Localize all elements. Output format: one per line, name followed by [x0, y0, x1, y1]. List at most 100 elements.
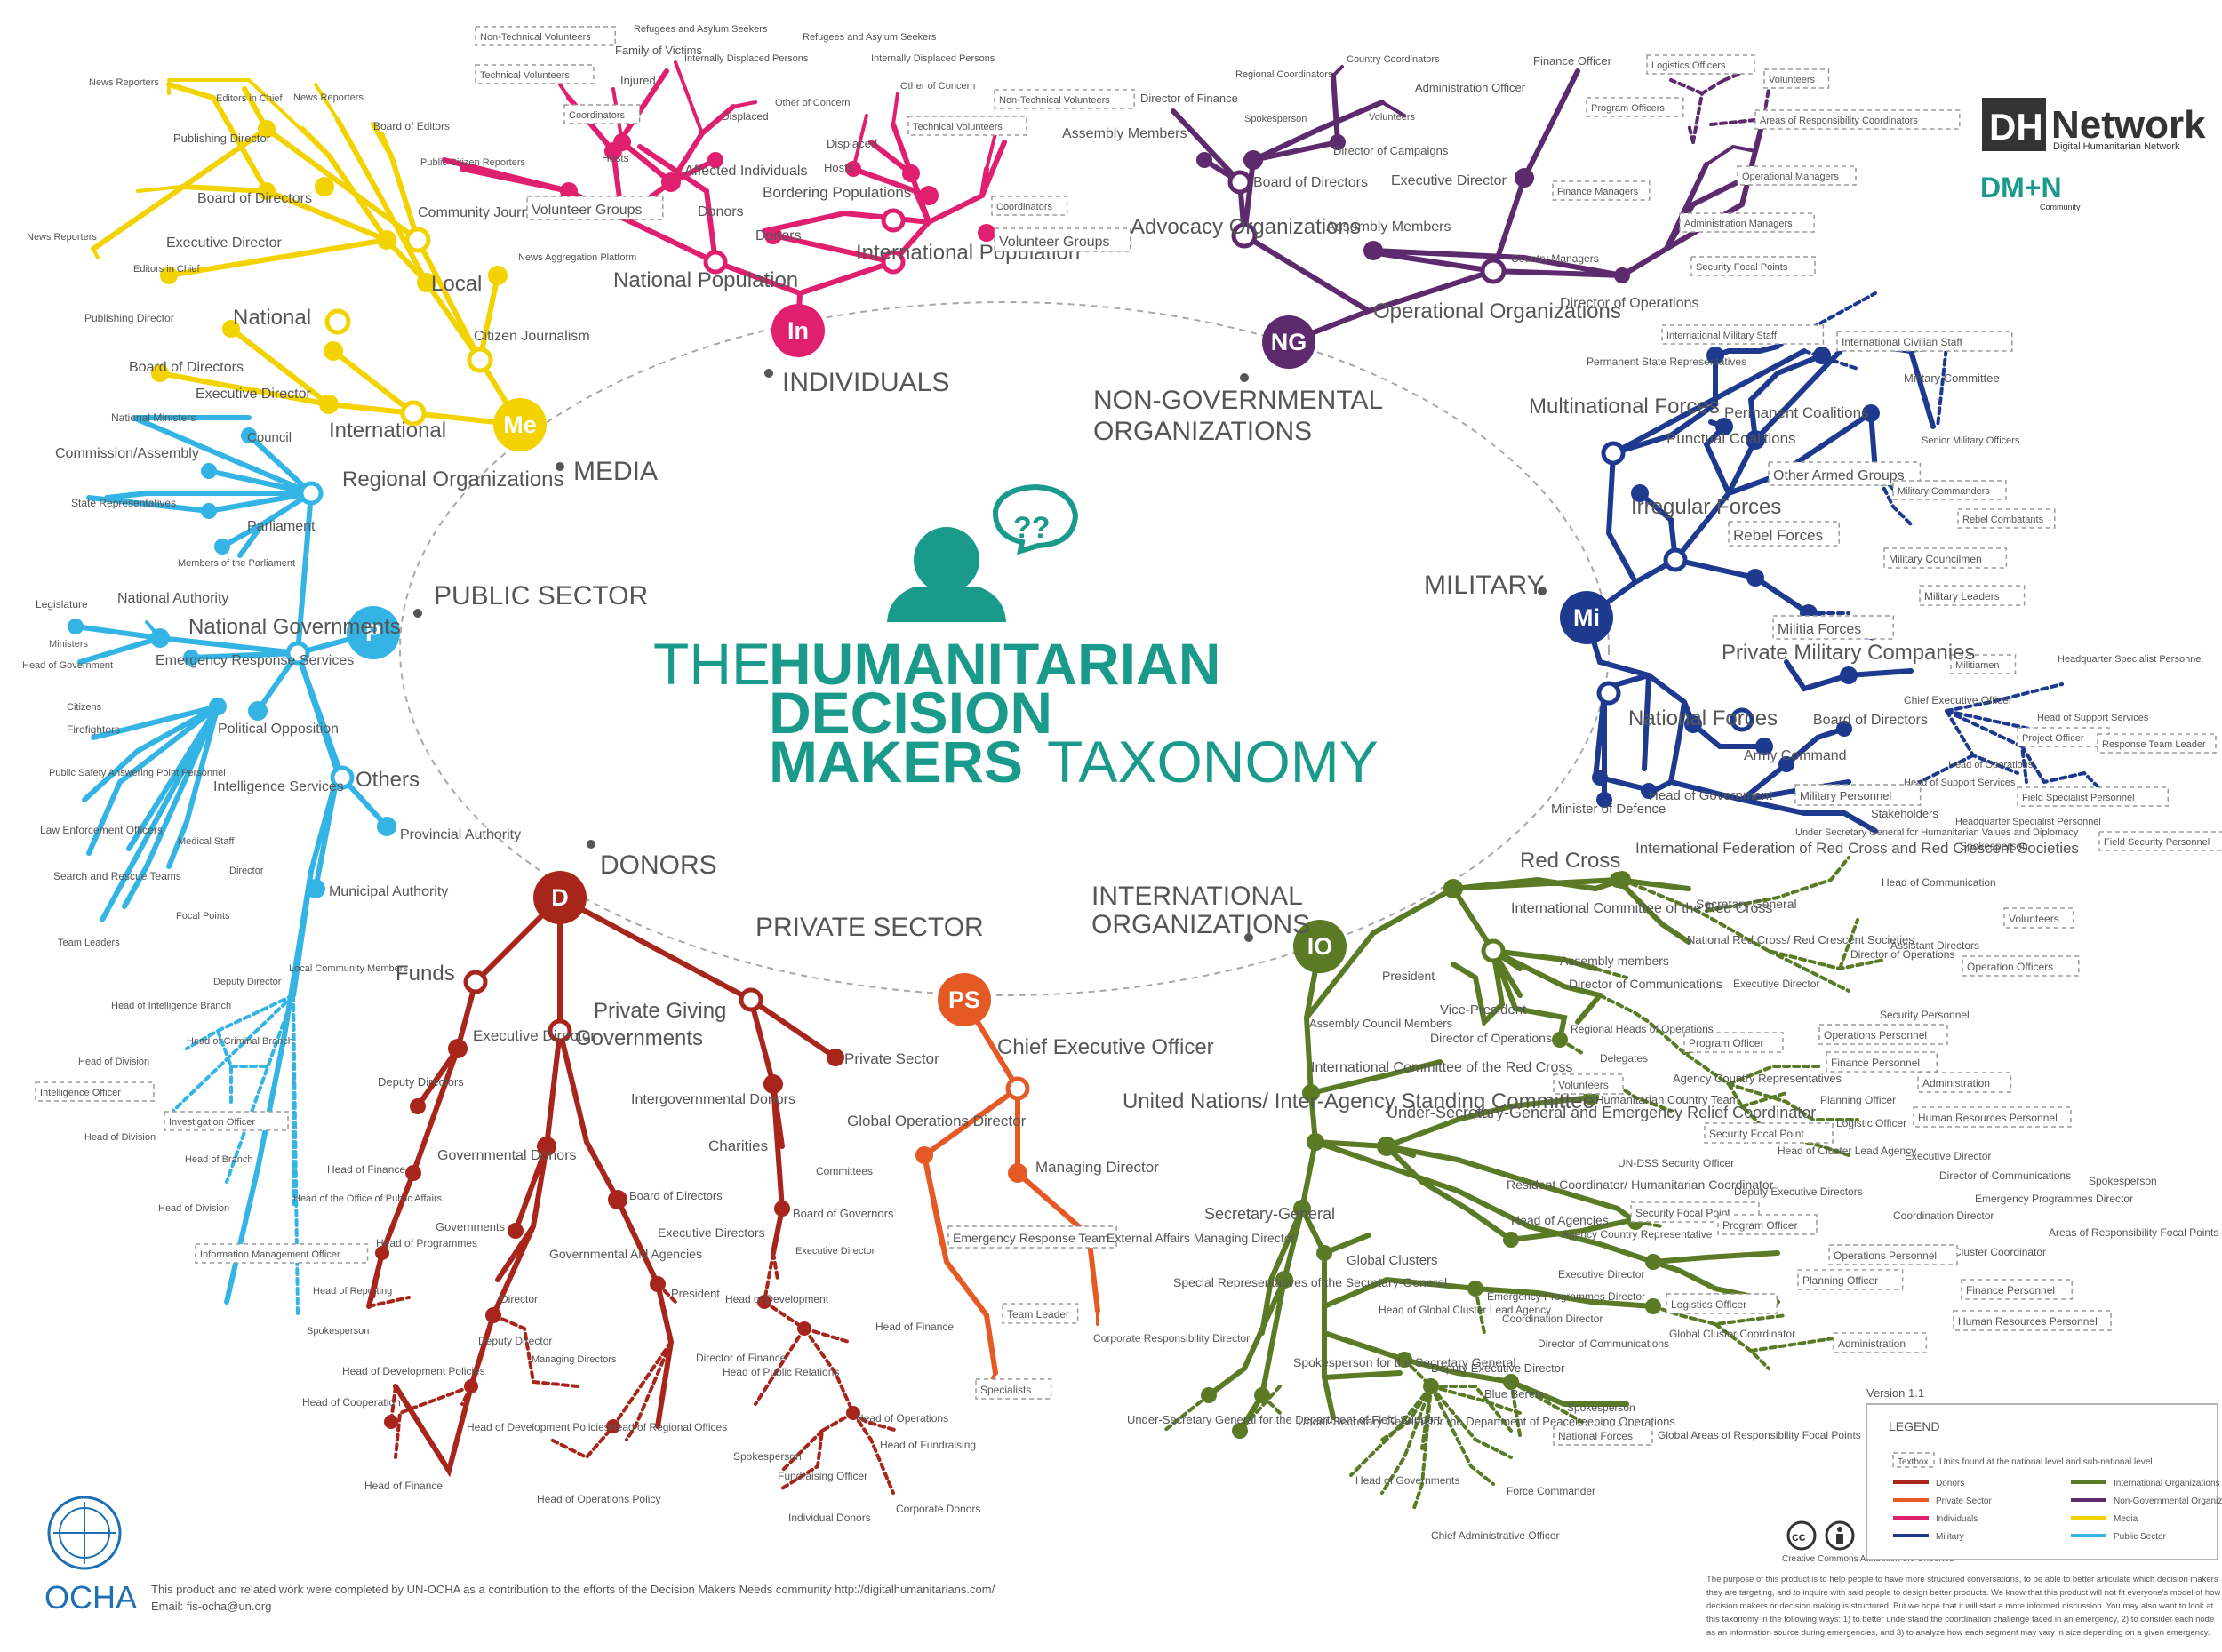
- donors-node-label: Head of Finance: [327, 1163, 405, 1176]
- donors-node-label: Head of Development Policies: [342, 1365, 485, 1377]
- io-node-label: Assembly Council Members: [1309, 1017, 1453, 1030]
- military-open-nodes: [1596, 441, 1754, 732]
- individuals-node-label: Non-Technical Volunteers: [480, 32, 591, 43]
- public-node-label: Local Community Members: [289, 963, 408, 974]
- military-node-label: Punctual Coalitions: [1666, 430, 1796, 447]
- military-node-label: Military Personnel: [1800, 789, 1891, 802]
- public-node-label: Intelligence Services: [213, 779, 344, 794]
- hub-io-abbr: IO: [1307, 933, 1333, 960]
- public-node-label: Ministers: [49, 639, 89, 650]
- military-node-label: Board of Directors: [1813, 713, 1928, 728]
- label-box: [1826, 1051, 1938, 1073]
- donors-nodes: [375, 1039, 860, 1433]
- io-node-label: Operations Personnel: [1834, 1249, 1937, 1262]
- donors-node-label: Private Sector: [844, 1050, 939, 1067]
- purpose-line: as an information source during emergenc…: [1706, 1628, 2210, 1638]
- private-node-label: Managing Director: [1035, 1159, 1159, 1176]
- public-node-label: National Ministers: [111, 411, 196, 424]
- label-box: [1646, 54, 1755, 75]
- io-node-label: Deputy Executive Directors: [1734, 1185, 1863, 1198]
- military-nodes: [1592, 347, 1880, 808]
- io-node-label: Security Focal Point: [1709, 1128, 1804, 1140]
- military-node-label: Headquarter Specialist Personnel: [2058, 654, 2203, 665]
- public-node-label: Focal Points: [176, 911, 230, 922]
- io-node-label: Logistics Officer: [1671, 1298, 1746, 1311]
- individuals-node-label: Volunteer Groups: [999, 235, 1110, 250]
- io-node-label: Coordination Director: [1893, 1209, 1994, 1222]
- io-node-label: Global Clusters: [1347, 1253, 1438, 1268]
- cc-license-icons: cc: [1786, 1520, 1855, 1551]
- individuals-node-label: Refugees and Asylum Seekers: [803, 32, 937, 43]
- donors-node-label: Head of Development Policies: [467, 1421, 610, 1433]
- media-node-label: Editors in Chief: [133, 264, 201, 275]
- public-node-label: Information Management Officer: [200, 1249, 340, 1260]
- donors-node-label: Spokesperson: [733, 1450, 802, 1463]
- public-node-label: Parliament: [247, 519, 316, 534]
- label-box: [164, 1111, 289, 1131]
- media-node-label: Board of Directors: [197, 191, 312, 206]
- io-node-label: Delegates: [1600, 1052, 1648, 1065]
- purpose-line: they are targeting, and to inquire with …: [1706, 1588, 2220, 1598]
- io-node-label: Regional Heads of Operations: [1571, 1023, 1714, 1035]
- donors-node-label: Governments: [575, 1026, 703, 1050]
- donors-dashed: [367, 1251, 899, 1495]
- io-node-label: Vice-President: [1440, 1002, 1527, 1018]
- label-box: [1833, 1332, 1928, 1353]
- military-node-label: Response Team Leader: [2102, 739, 2206, 750]
- io-node-label: National Forces: [1558, 1430, 1633, 1442]
- label-box: [1917, 1072, 2012, 1093]
- io-open-nodes: [1481, 938, 1506, 963]
- military-node-label: Chief Executive Officer: [1904, 694, 2012, 706]
- ngo-node-label: Director of Campaigns: [1333, 144, 1449, 157]
- label-box: [1883, 547, 2008, 569]
- public-node-label: Commission/Assembly: [55, 446, 199, 461]
- ngo-node-label: Assembly Members: [1326, 219, 1451, 235]
- label-box: [975, 1378, 1052, 1400]
- individuals-node-label: Bordering Populations: [763, 184, 911, 201]
- label-box: [2098, 831, 2222, 851]
- individuals-node-label: Coordinators: [996, 202, 1052, 212]
- io-node-label: Human Resources Personnel: [1958, 1315, 2098, 1328]
- label-box: [1002, 1303, 1079, 1324]
- public-node-label: National Authority: [117, 591, 228, 606]
- title-the: THE: [653, 631, 771, 697]
- media-node-label: Editors in Chief: [216, 93, 284, 104]
- donors-node-label: Corporate Donors: [896, 1503, 980, 1515]
- public-node-label: Public Safety Answering Point Personnel: [49, 768, 226, 778]
- media-node-label: Public Citizen Reporters: [420, 157, 525, 168]
- individuals-open-nodes: [703, 208, 906, 275]
- public-node-label: Council: [247, 430, 292, 445]
- donors-node-label: Committees: [816, 1165, 873, 1177]
- io-node-label: Head of Governments: [1355, 1474, 1459, 1487]
- public-node-label: Members of the Parliament: [178, 558, 295, 569]
- public-node-label: Head of Criminal Branch: [187, 1036, 293, 1047]
- io-node-label: Red Cross: [1520, 849, 1620, 873]
- label-box: [1666, 1293, 1778, 1314]
- io-node-label: Spokesperson for the Secretary General: [1293, 1355, 1516, 1369]
- legend: LEGEND Textbox Units found at the nation…: [1866, 1403, 2222, 1560]
- label-box: [35, 1081, 155, 1102]
- hub-private-label: PRIVATE SECTOR: [755, 913, 984, 942]
- ngo-node-label: Advocacy Organizations: [1131, 215, 1361, 239]
- label-box: [1690, 256, 1816, 276]
- ocha-credit: This product and related work were compl…: [151, 1583, 995, 1596]
- donors-node-label: Board of Governors: [793, 1207, 894, 1220]
- public-node-label: Emergency Response Services: [156, 653, 354, 668]
- io-node-label: Humanitarian Country Team: [1595, 1093, 1739, 1106]
- military-node-label: Rebel Forces: [1733, 527, 1823, 544]
- center-ellipse: [399, 301, 1610, 996]
- donors-node-label: Charities: [708, 1137, 768, 1154]
- media-node-label: Board of Editors: [373, 120, 450, 132]
- dh-network-title: Network: [2051, 103, 2206, 147]
- branch-military: [1584, 331, 1940, 834]
- private-node-label: Specialists: [980, 1384, 1031, 1396]
- individuals-node-label: Family of Victims: [615, 44, 702, 57]
- hub-abbreviations: In NG Me P Mi D PS IO: [365, 317, 1600, 1013]
- io-node-label: National Red Cross/ Red Crescent Societi…: [1687, 933, 1914, 946]
- label-box: [2003, 907, 2074, 929]
- purpose-line: decision makers or decision making is st…: [1706, 1601, 2214, 1611]
- io-node-label: Head of Agencies: [1511, 1213, 1609, 1227]
- io-node-label: Executive Director: [1905, 1150, 1991, 1162]
- label-box: [1586, 97, 1684, 117]
